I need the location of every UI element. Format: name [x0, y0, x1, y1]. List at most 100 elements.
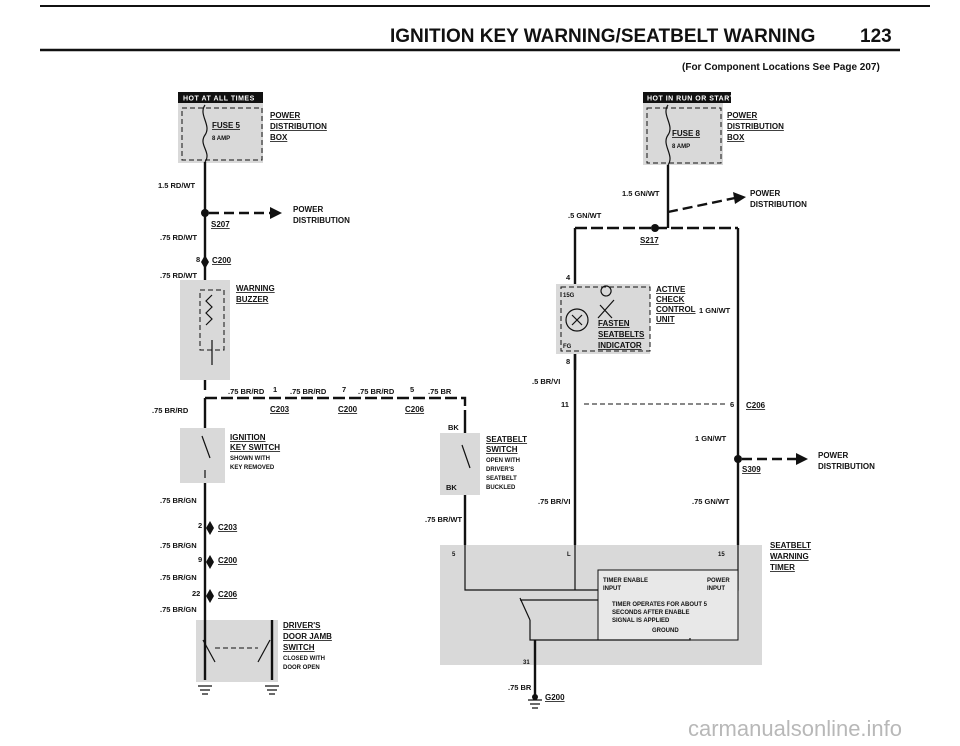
buzzer-outline — [199, 289, 225, 351]
door-switch-wires — [203, 620, 274, 680]
splice-s207-dot — [201, 209, 209, 217]
check-unit-line4: UNIT — [656, 315, 675, 324]
seatbelt-contact-icon — [461, 444, 471, 469]
check-unit-outline — [560, 286, 651, 352]
power-dist-line1-left: POWER — [293, 205, 323, 214]
wire-075-brgn-b: .75 BR/GN — [160, 541, 197, 550]
fuse-5-rating: 8 AMP — [212, 136, 230, 142]
hot-at-all-times-badge — [178, 92, 263, 103]
timer-pin-l: L — [567, 552, 571, 558]
timer-ground-label: GROUND — [652, 628, 679, 634]
fuse-5-label: FUSE 5 — [212, 121, 241, 130]
timer-label-line2: WARNING — [770, 552, 809, 561]
power-input-line2: INPUT — [707, 586, 725, 592]
fuse-8-icon — [665, 104, 671, 166]
seatbelt-switch-line1: SEATBELT — [486, 435, 527, 444]
ground-icon — [198, 685, 279, 695]
timer-enable-line2: INPUT — [603, 586, 621, 592]
timer-label-line1: SEATBELT — [770, 541, 811, 550]
conn-c200-b: C200 — [218, 556, 238, 565]
switch-contact-icon — [201, 435, 211, 478]
fuse-8-label: FUSE 8 — [672, 129, 701, 138]
hot-in-run-badge — [643, 92, 731, 103]
arrow-icon — [270, 207, 282, 219]
timer-relay-icon — [519, 597, 598, 621]
bus-conn-c206: C206 — [405, 405, 425, 414]
bus-conn-c200: C200 — [338, 405, 358, 414]
ign-switch-line3: SHOWN WITH — [230, 456, 270, 462]
power-input-line1: POWER — [707, 578, 730, 584]
check-unit-line2: CHECK — [656, 295, 685, 304]
power-box-line2-right: DISTRIBUTION — [727, 122, 784, 131]
power-dist-line1-right: POWER — [750, 189, 780, 198]
wire-1-gnwt-b: 1 GN/WT — [695, 434, 727, 443]
bus-wire-3: .75 BR/RD — [358, 387, 395, 396]
wire-075-brgn-d: .75 BR/GN — [160, 605, 197, 614]
pin-fg: FG — [563, 344, 572, 350]
fasten-line1: FASTEN — [598, 319, 630, 328]
power-box-line2-left: DISTRIBUTION — [270, 122, 327, 131]
fuse-8-box — [643, 103, 723, 165]
seatbelt-icon — [597, 285, 615, 319]
ground-icon — [528, 699, 542, 709]
power-box-outline-left — [181, 107, 263, 161]
fuse-5-icon — [202, 104, 208, 163]
splice-s207: S207 — [211, 220, 230, 229]
bus-wire-1: .75 BR/RD — [228, 387, 265, 396]
fuse-5-box — [178, 103, 263, 163]
bus-pin-7: 7 — [342, 385, 346, 394]
bus-pin-1: 1 — [273, 385, 277, 394]
seatbelt-switch-line4: DRIVER'S — [486, 467, 514, 473]
power-dist2-line2: DISTRIBUTION — [818, 462, 875, 471]
watermark: carmanualsonline.info — [688, 716, 902, 741]
pin-31: 31 — [523, 660, 530, 666]
connector-icon — [206, 589, 214, 603]
connector-c200: C200 — [212, 256, 232, 265]
arrow-icon — [796, 453, 808, 465]
door-switch-line4: CLOSED WITH — [283, 656, 325, 662]
c203-pin: 2 — [198, 521, 202, 530]
conn-c206-b: C206 — [218, 590, 238, 599]
power-box-line3-left: BOX — [270, 133, 288, 142]
c200-pin: 9 — [198, 555, 202, 564]
ground-g200: G200 — [545, 693, 565, 702]
timer-label-line3: TIMER — [770, 563, 795, 572]
timer-pin-15: 15 — [718, 552, 725, 558]
fasten-line2: SEATBELTS — [598, 330, 645, 339]
indicator-lamp-icon — [565, 308, 589, 332]
bk-label-top: BK — [448, 423, 459, 432]
wire-075-brvi: .75 BR/VI — [538, 497, 571, 506]
timer-note-line1: TIMER OPERATES FOR ABOUT 5 — [612, 602, 708, 608]
seatbelt-switch-line6: BUCKLED — [486, 485, 516, 491]
c200-pin-8: 8 — [196, 255, 200, 264]
bus-wire-4: .75 BR — [428, 387, 452, 396]
pin-15g: 15G — [563, 293, 575, 299]
wire-075-brgn-a: .75 BR/GN — [160, 496, 197, 505]
splice-s309-dot — [734, 455, 742, 463]
wire-1-gnwt-a: 1 GN/WT — [699, 306, 731, 315]
warning-buzzer-box — [180, 280, 230, 380]
door-switch-line5: DOOR OPEN — [283, 665, 320, 671]
bus-conn-c203: C203 — [270, 405, 290, 414]
power-box-line3-right: BOX — [727, 133, 745, 142]
power-box-outline-right — [646, 107, 722, 164]
pin-4: 4 — [566, 273, 571, 282]
lamp-cross-icon — [571, 314, 583, 326]
buzzer-coil-icon — [205, 294, 213, 365]
power-box-line1-right: POWER — [727, 111, 757, 120]
wire-075-gnwt: .75 GN/WT — [692, 497, 730, 506]
wire-05-brvi: .5 BR/VI — [532, 377, 560, 386]
timer-pin-5: 5 — [452, 552, 456, 558]
wire-075-brgn-c: .75 BR/GN — [160, 573, 197, 582]
fasten-line3: INDICATOR — [598, 341, 642, 350]
pin-11: 11 — [561, 400, 569, 409]
pin-6: 6 — [730, 400, 734, 409]
page-number: 123 — [860, 26, 892, 47]
fuse-8-rating: 8 AMP — [672, 144, 690, 150]
splice-s309: S309 — [742, 465, 761, 474]
wire-075-br: .75 BR — [508, 683, 532, 692]
seatbelt-switch-box — [440, 433, 480, 495]
hot-in-run-label: HOT IN RUN OR START — [647, 96, 735, 103]
door-switch-line3: SWITCH — [283, 643, 315, 652]
wire-075-rdwt-b: .75 RD/WT — [160, 271, 198, 280]
